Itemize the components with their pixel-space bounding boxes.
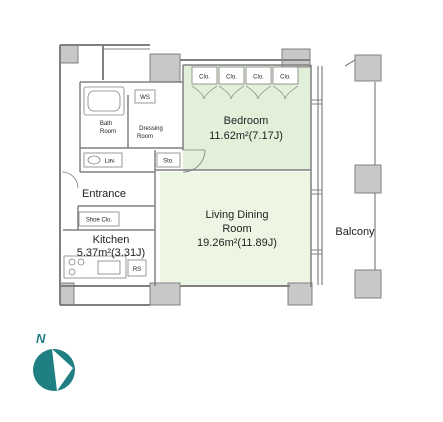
compass-north-label: N [36, 331, 46, 346]
lavatory [83, 152, 123, 168]
entrance-door [61, 171, 79, 189]
shoe-closet-label: Shoe Clo. [86, 218, 113, 224]
refrigerator-space-box [127, 259, 147, 277]
closet-4-label: Clo. [280, 75, 291, 81]
bath-room-label-1: Bath [100, 121, 112, 127]
ws-label: WS [140, 95, 150, 101]
living-dining-name-line2: Room [222, 223, 251, 235]
compass-needle-icon [52, 349, 73, 391]
bedroom-name: Bedroom [224, 115, 269, 127]
windows [103, 44, 322, 255]
pillars [59, 44, 382, 306]
compass-icon [33, 349, 75, 391]
kitchen-name: Kitchen [93, 234, 130, 246]
closet-3-label: Clo. [253, 75, 264, 81]
ws-box: WS [134, 89, 156, 104]
kitchen-counter [63, 255, 127, 279]
kitchen-area: 5.37m²(3.31J) [77, 247, 145, 259]
living-dining-name-line1: Living Dining [206, 209, 269, 221]
closets [191, 66, 299, 85]
compass: N [33, 331, 75, 391]
bedroom-area: 11.62m²(7.17J) [209, 130, 283, 142]
shoe-closet-box [78, 211, 120, 227]
storage-label: Sto. [163, 159, 174, 165]
bathtub [83, 86, 125, 116]
closet-2-label: Clo. [226, 75, 237, 81]
storage-box [156, 152, 181, 168]
dressing-room-label-2: Room [137, 134, 153, 140]
refrigerator-space-label: RS [133, 267, 141, 273]
dressing-room-label-1: Dressing [139, 126, 163, 132]
balcony-name: Balcony [335, 226, 375, 238]
living-dining-floor [160, 172, 311, 287]
bedroom-door [182, 149, 206, 173]
lav-label: Lav. [105, 159, 116, 165]
closet-doors [191, 85, 299, 100]
interior-walls [63, 64, 312, 287]
bath-room-label-2: Room [100, 129, 116, 135]
living-dining-area: 19.26m²(11.89J) [197, 237, 277, 249]
balcony-railing [317, 59, 376, 285]
closet-1-label: Clo. [199, 75, 210, 81]
entrance-name: Entrance [82, 188, 126, 200]
